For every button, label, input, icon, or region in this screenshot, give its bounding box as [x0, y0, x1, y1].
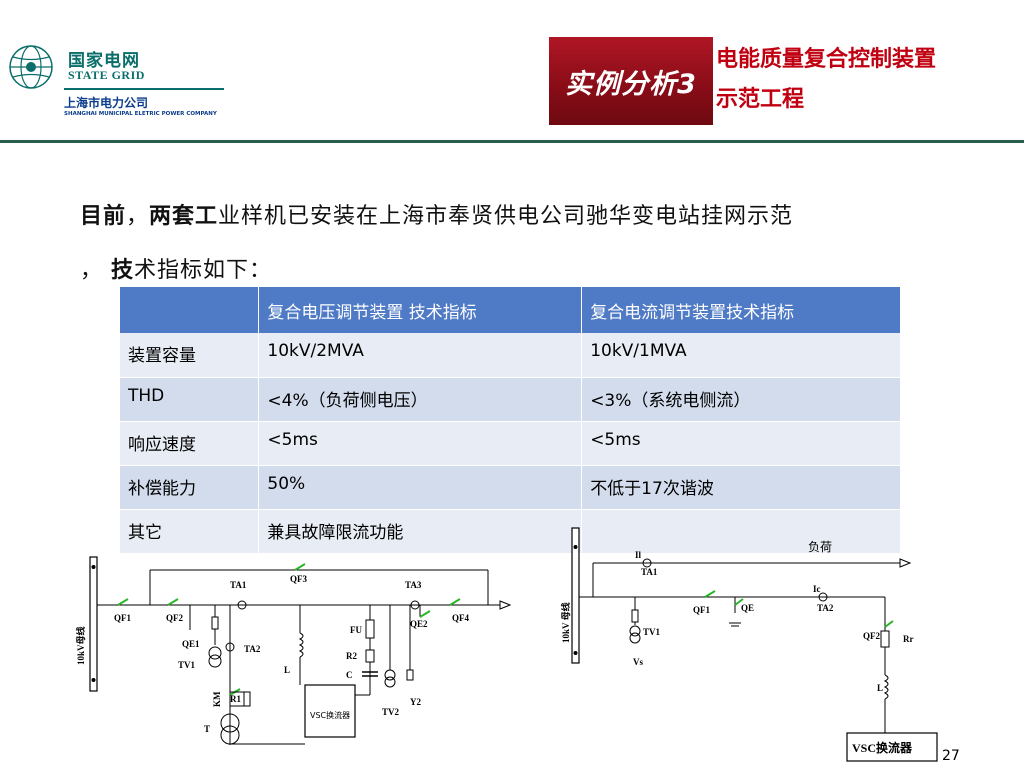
state-grid-globe-icon: [9, 45, 53, 89]
slide-title-line1: 电能质量复合控制装置: [716, 47, 937, 72]
label-ic: Ic: [813, 584, 821, 594]
label-tv2: TV2: [382, 707, 400, 717]
label-converter: VSC换流器: [310, 710, 350, 720]
table-cell: THD: [120, 377, 260, 422]
label-qf3: QF3: [290, 574, 307, 584]
intro-paragraph: 目前，两套工业样机已安装在上海市奉贤供电公司驰华变电站挂网示范， 技术指标如下：: [80, 190, 980, 298]
slide-title-line2: 示范工程: [716, 87, 805, 112]
label-ta2: TA2: [817, 603, 834, 613]
brand-name-en: STATE GRID: [68, 68, 145, 82]
intro-bold-tech: 技: [111, 258, 135, 283]
label-c: C: [346, 670, 353, 680]
voltage-regulator-circuit-diagram: 10kV母线 QF1 QF2 QF3 QF4 TA1 TA3 QE1 QE2 T…: [75, 556, 512, 745]
label-t: T: [204, 724, 210, 734]
label-load: 负荷: [808, 540, 832, 554]
company-logo: 国家电网 STATE GRID 上海市电力公司 SHANGHAI MUNICIP…: [8, 40, 224, 122]
busbar-left: [89, 556, 98, 692]
table-cell: 10kV/1MVA: [581, 333, 901, 378]
table-header-cell: [120, 287, 260, 333]
case-label-box: 实例分析3: [549, 37, 713, 125]
label-vs: Vs: [633, 657, 643, 667]
table-header-row: 复合电压调节装置 技术指标 复合电流调节装置技术指标: [120, 287, 901, 333]
brand-divider: [64, 88, 224, 90]
intro-bold-two-sets: 两套工: [149, 204, 219, 229]
intro-bold-current: 目前: [80, 204, 127, 229]
table-cell: <5ms: [581, 421, 901, 466]
label-qe: QE: [741, 603, 754, 613]
label-r2: R2: [346, 651, 357, 661]
table-cell: 装置容量: [120, 333, 260, 378]
busbar-right: [571, 527, 580, 664]
table-row: 其它 兼具故障限流功能: [120, 509, 901, 554]
label-qf2: QF2: [863, 631, 880, 641]
table-cell: 兼具故障限流功能: [258, 509, 583, 554]
table-row: 装置容量 10kV/2MVA 10kV/1MVA: [120, 333, 901, 378]
table-cell: 补偿能力: [120, 465, 260, 510]
label-qf2: QF2: [166, 613, 183, 623]
slide-title: 电能质量复合控制装置 示范工程: [716, 40, 1016, 120]
table-cell: 其它: [120, 509, 260, 554]
company-name-cn: 上海市电力公司: [64, 96, 149, 110]
company-name-en: SHANGHAI MUNICIPAL ELETRIC POWER COMPANY: [64, 111, 217, 117]
vsc-converter-box: [304, 684, 356, 738]
label-ta1: TA1: [641, 567, 658, 577]
table-cell: 10kV/2MVA: [258, 333, 583, 378]
label-l: L: [284, 665, 290, 675]
intro-comma-2: ，: [80, 258, 104, 283]
label-tv1: TV1: [643, 627, 661, 637]
table-cell: <5ms: [258, 421, 583, 466]
label-il: Il: [635, 550, 642, 560]
intro-comma: ，: [126, 204, 150, 229]
table-cell: 50%: [258, 465, 583, 510]
label-qe2: QE2: [410, 619, 428, 629]
table-cell: [581, 509, 901, 554]
vsc-converter-box: [846, 732, 938, 762]
case-label: 实例分析3: [565, 68, 697, 100]
label-qe1: QE1: [182, 639, 200, 649]
page-number: 27: [942, 748, 960, 764]
table-row: THD <4%（负荷侧电压） <3%（系统电侧流）: [120, 377, 901, 422]
label-rr: Rr: [903, 634, 914, 644]
table-cell: 响应速度: [120, 421, 260, 466]
label-qf4: QF4: [452, 613, 469, 623]
label-converter: VSC换流器: [852, 740, 913, 755]
brand-name-cn: 国家电网: [68, 51, 140, 71]
label-tv1: TV1: [178, 660, 196, 670]
intro-text-end: 术指标如下：: [134, 258, 273, 283]
label-r1: R1: [230, 694, 241, 704]
table-header-cell: 复合电压调节装置 技术指标: [258, 287, 583, 333]
current-regulator-circuit-diagram: 10kV 母线 负荷 Il TA1 Ic TA2 QF1 QE TV1 Vs Q…: [560, 527, 938, 762]
label-l: L: [877, 683, 883, 693]
label-y2: Y2: [410, 697, 421, 707]
label-fu: FU: [350, 625, 362, 635]
table-row: 响应速度 <5ms <5ms: [120, 421, 901, 466]
label-km: KM: [212, 691, 222, 707]
label-ta1: TA1: [230, 580, 247, 590]
header-divider: [0, 140, 1024, 143]
label-qf1: QF1: [114, 613, 131, 623]
label-qf1: QF1: [693, 605, 710, 615]
table-header-cell: 复合电流调节装置技术指标: [581, 287, 901, 333]
spec-table: 复合电压调节装置 技术指标 复合电流调节装置技术指标 装置容量 10kV/2MV…: [120, 287, 901, 554]
table-cell: <4%（负荷侧电压）: [258, 377, 583, 422]
intro-text-main: 业样机已安装在上海市奉贤供电公司驰华变电站挂网示范: [218, 204, 794, 229]
bus-label: 10kV 母线: [560, 602, 571, 643]
table-row: 补偿能力 50% 不低于17次谐波: [120, 465, 901, 510]
table-cell: <3%（系统电侧流）: [581, 377, 901, 422]
label-ta3: TA3: [405, 580, 422, 590]
label-ta2: TA2: [244, 644, 261, 654]
table-cell: 不低于17次谐波: [581, 465, 901, 510]
bus-label: 10kV母线: [75, 626, 86, 665]
